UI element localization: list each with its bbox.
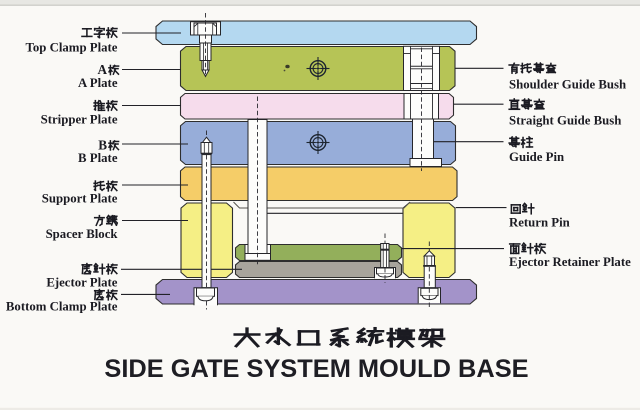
svg-text:Stripper Plate: Stripper Plate	[41, 112, 118, 126]
svg-text:Ejector Plate: Ejector Plate	[46, 275, 117, 289]
svg-text:Guide Pin: Guide Pin	[509, 150, 564, 164]
svg-text:Support Plate: Support Plate	[42, 191, 118, 205]
svg-text:Top Clamp Plate: Top Clamp Plate	[26, 40, 118, 54]
svg-text:B: B	[98, 137, 107, 152]
svg-text:Ejector Retainer Plate: Ejector Retainer Plate	[509, 255, 631, 269]
svg-text:B Plate: B Plate	[78, 151, 118, 165]
svg-text:Return Pin: Return Pin	[509, 215, 570, 229]
svg-text:A Plate: A Plate	[78, 76, 118, 90]
svg-text:Spacer Block: Spacer Block	[46, 227, 119, 241]
svg-text:Shoulder Guide Bush: Shoulder Guide Bush	[509, 77, 626, 91]
svg-text:Bottom Clamp Plate: Bottom Clamp Plate	[6, 300, 118, 314]
svg-text:Straight Guide Bush: Straight Guide Bush	[509, 113, 621, 127]
svg-text:SIDE GATE SYSTEM MOULD BASE: SIDE GATE SYSTEM MOULD BASE	[104, 355, 528, 383]
svg-text:A: A	[97, 62, 107, 77]
